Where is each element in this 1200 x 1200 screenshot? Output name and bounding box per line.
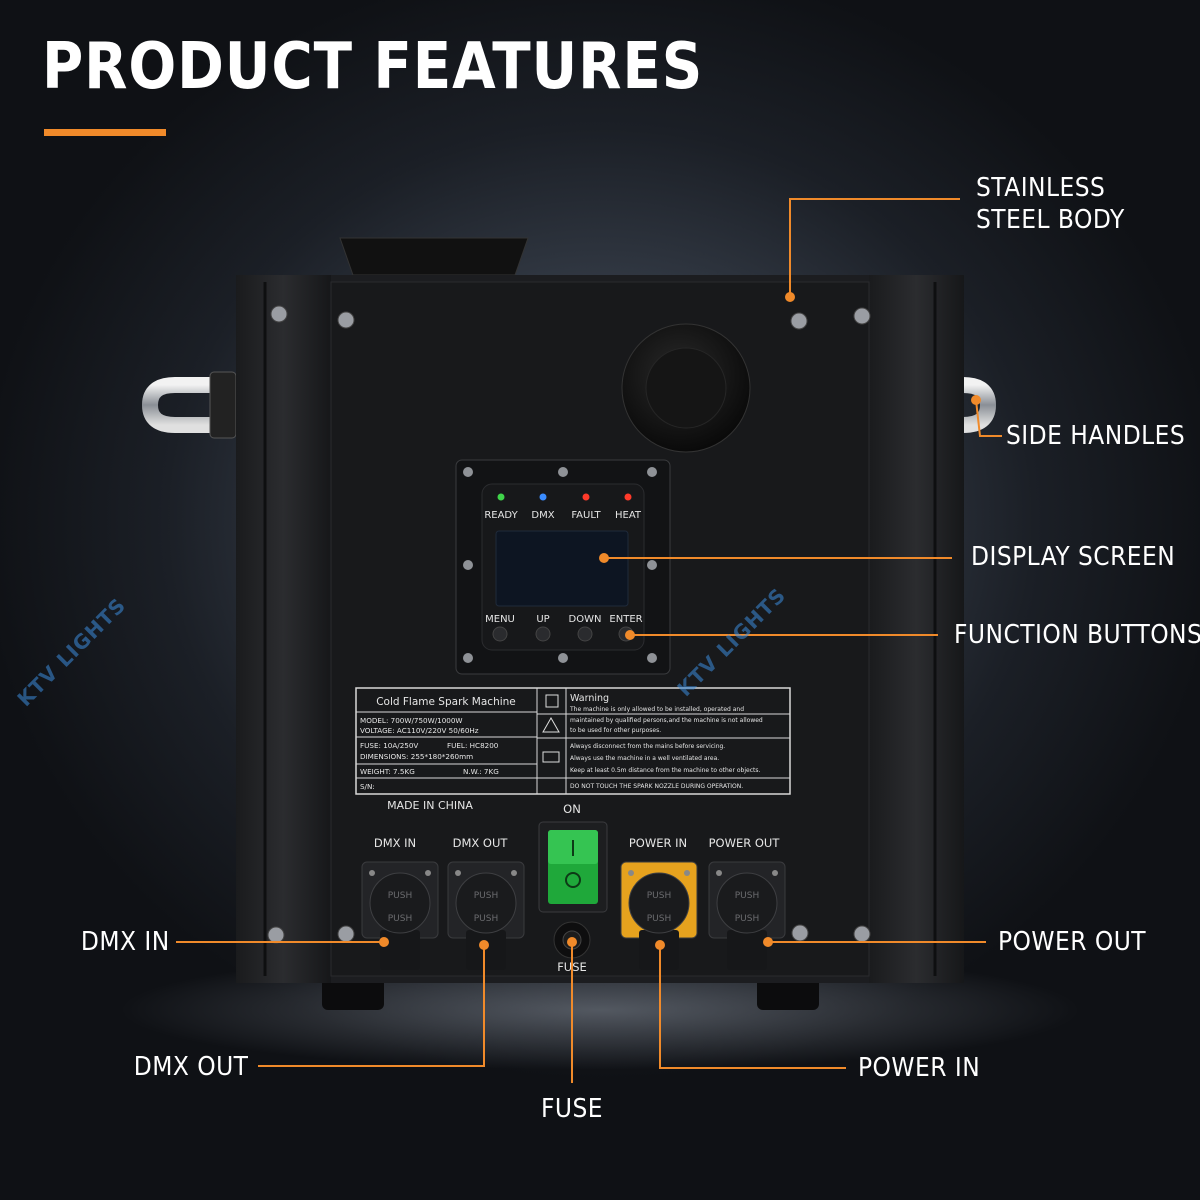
button-label-menu: MENU	[485, 614, 515, 625]
button-label-up: UP	[536, 614, 549, 625]
callout-dmx-in: DMX IN	[81, 927, 170, 957]
plate-name: Cold Flame Spark Machine	[376, 696, 516, 708]
push-label: PUSH	[647, 914, 672, 924]
dmx-in-connector[interactable]: PUSH PUSH	[361, 861, 439, 970]
right-side-panel	[869, 275, 964, 983]
port-label-power-in: POWER IN	[629, 836, 687, 850]
push-label: PUSH	[735, 914, 760, 924]
callout-stainless-steel-body: STAINLESS STEEL BODY	[976, 172, 1125, 236]
power-in-connector[interactable]: PUSH PUSH	[620, 861, 698, 970]
plate-weight: WEIGHT: 7.5KG	[360, 767, 415, 776]
up-button[interactable]	[535, 626, 551, 642]
switch-label-on: ON	[563, 802, 581, 816]
led-label-dmx: DMX	[531, 510, 554, 521]
led-label-heat: HEAT	[615, 510, 642, 521]
leader-dots	[379, 292, 981, 950]
plate-warning-line: DO NOT TOUCH THE SPARK NOZZLE DURING OPE…	[570, 783, 743, 790]
port-label-dmx-out: DMX OUT	[453, 836, 509, 850]
led-label-ready: READY	[484, 510, 518, 521]
led-label-fault: FAULT	[571, 510, 601, 521]
callout-stainless-line1: STAINLESS	[976, 173, 1106, 203]
foot	[757, 975, 819, 1010]
plate-sn: S/N:	[360, 782, 375, 791]
warning-icon	[542, 716, 560, 733]
dmx-out-connector[interactable]: PUSH PUSH	[447, 861, 525, 970]
left-handle-icon	[141, 371, 244, 439]
manual-icon	[545, 694, 559, 708]
power-switch[interactable]	[538, 821, 608, 913]
plate-warning-line: maintained by qualified persons,and the …	[570, 717, 763, 724]
callout-dmx-out: DMX OUT	[133, 1052, 248, 1082]
led-fault	[582, 493, 590, 501]
power-out-connector[interactable]: PUSH PUSH	[708, 861, 786, 970]
push-label: PUSH	[647, 891, 672, 901]
plate-voltage: VOLTAGE: AC110V/220V 50/60Hz	[360, 726, 479, 735]
plate-warning-line: Always use the machine in a well ventila…	[570, 755, 719, 762]
callout-fuse: FUSE	[540, 1094, 604, 1124]
callout-display-screen: DISPLAY SCREEN	[971, 542, 1176, 572]
title-underline	[44, 129, 166, 136]
plate-model: MODEL: 700W/750W/1000W	[360, 716, 463, 725]
plate-fuel: FUEL: HC8200	[447, 741, 499, 750]
port-label-dmx-in: DMX IN	[374, 836, 416, 850]
left-side-panel	[236, 275, 331, 983]
led-dmx	[539, 493, 547, 501]
callout-power-in: POWER IN	[858, 1053, 981, 1083]
plate-fuse: FUSE: 10A/250V	[360, 741, 418, 750]
button-label-down: DOWN	[569, 614, 602, 625]
down-button[interactable]	[577, 626, 593, 642]
ventilation-icon	[542, 751, 560, 763]
callout-function-buttons: FUNCTION BUTTONS	[954, 620, 1200, 650]
push-label: PUSH	[474, 891, 499, 901]
callout-side-handles: SIDE HANDLES	[1006, 421, 1186, 451]
push-label: PUSH	[388, 891, 413, 901]
plate-warning-line: to be used for other purposes.	[570, 727, 661, 734]
button-label-enter: ENTER	[609, 614, 642, 625]
plate-dimensions: DIMENSIONS: 255*180*260mm	[360, 752, 473, 761]
top-nozzle	[339, 237, 529, 276]
plate-warning-line: Keep at least 0.5m distance from the mac…	[570, 767, 760, 774]
leader-lines	[176, 198, 1002, 1083]
callout-stainless-line2: STEEL BODY	[976, 205, 1125, 235]
led-heat	[624, 493, 632, 501]
page-title: PRODUCT FEATURES	[42, 30, 704, 104]
port-label-power-out: POWER OUT	[709, 836, 781, 850]
push-label: PUSH	[474, 914, 499, 924]
callout-power-out: POWER OUT	[998, 927, 1147, 957]
plate-warning-line: Always disconnect from the mains before …	[570, 743, 725, 750]
label-plate: Cold Flame Spark Machine MODEL: 700W/750…	[355, 687, 791, 795]
plate-warning-title: Warning	[570, 693, 609, 704]
made-in-label: MADE IN CHINA	[387, 799, 473, 812]
foot	[322, 975, 384, 1010]
screws	[267, 305, 871, 944]
push-label: PUSH	[735, 891, 760, 901]
plate-nw: N.W.: 7KG	[463, 767, 499, 776]
display-screen	[495, 530, 629, 607]
plate-warning-line: The machine is only allowed to be instal…	[569, 706, 744, 713]
led-ready	[497, 493, 505, 501]
menu-button[interactable]	[492, 626, 508, 642]
push-label: PUSH	[388, 914, 413, 924]
